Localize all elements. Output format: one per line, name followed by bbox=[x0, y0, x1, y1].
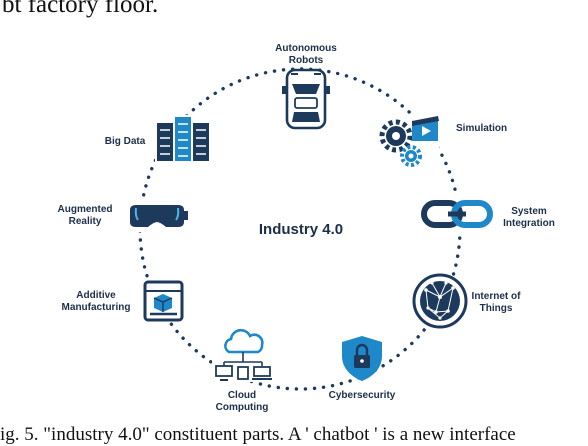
component-label: Computing bbox=[216, 402, 269, 413]
chain-link-icon bbox=[421, 195, 493, 235]
component-augmented-reality: Augmented Reality bbox=[58, 198, 188, 232]
component-label: Internet of bbox=[472, 291, 522, 302]
figure-caption: ig. 5. "industry 4.0" constituent parts.… bbox=[0, 424, 516, 445]
component-label: Manufacturing bbox=[62, 302, 131, 313]
component-label: Autonomous bbox=[275, 43, 337, 54]
component-label: Cybersecurity bbox=[329, 390, 396, 401]
component-simulation: Simulation bbox=[377, 114, 507, 168]
vr-headset-icon bbox=[128, 198, 188, 232]
network-globe-icon bbox=[412, 273, 468, 329]
component-label: Augmented bbox=[58, 204, 113, 215]
server-rack-icon bbox=[155, 115, 211, 165]
component-label: Reality bbox=[69, 216, 102, 227]
component-system-integration: System Integration bbox=[421, 195, 555, 235]
cloud-devices-icon bbox=[212, 328, 272, 382]
industry-diagram: Industry 4.0 Autonomous Robots bbox=[58, 43, 555, 413]
component-internet-of-things: Internet of Things bbox=[412, 273, 522, 329]
component-big-data: Big Data bbox=[105, 115, 211, 165]
component-label: Cloud bbox=[228, 390, 256, 401]
gears-clapper-icon bbox=[377, 114, 439, 168]
component-additive-manufacturing: Additive Manufacturing bbox=[62, 278, 184, 322]
component-label: Simulation bbox=[456, 123, 507, 134]
component-autonomous-robots: Autonomous Robots bbox=[275, 43, 337, 130]
component-label: Big Data bbox=[105, 136, 146, 147]
component-label: Things bbox=[480, 303, 513, 314]
component-label: System bbox=[511, 206, 547, 217]
preceding-text: bt factory floor. bbox=[2, 0, 159, 18]
component-cloud-computing: Cloud Computing bbox=[212, 328, 272, 413]
component-label: Integration bbox=[503, 218, 555, 229]
component-label: Additive bbox=[76, 290, 116, 301]
3d-printer-icon bbox=[140, 278, 184, 322]
component-label: Robots bbox=[289, 55, 324, 66]
center-label: Industry 4.0 bbox=[259, 221, 343, 238]
component-cybersecurity: Cybersecurity bbox=[329, 336, 396, 401]
shield-lock-icon bbox=[342, 336, 382, 381]
car-icon bbox=[282, 68, 330, 130]
